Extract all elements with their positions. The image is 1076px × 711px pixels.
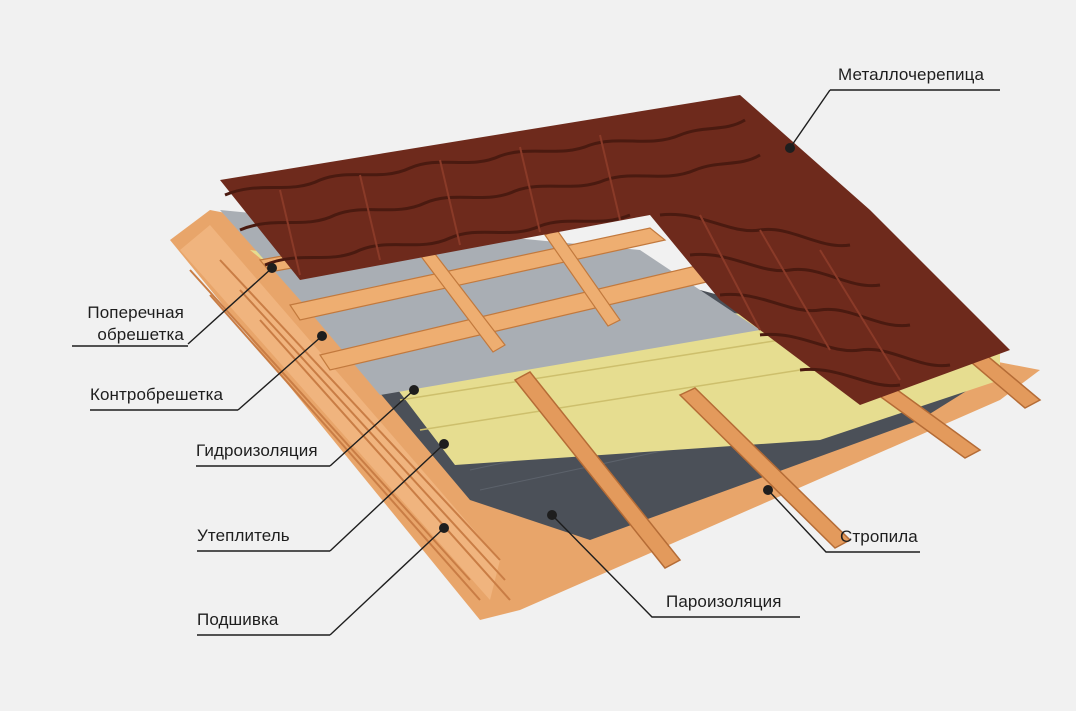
metal-tiles (220, 95, 1010, 405)
label-sheathing: Подшивка (197, 610, 279, 629)
label-rafters: Стропила (840, 527, 918, 546)
label-metal-tiles: Металлочерепица (838, 65, 985, 84)
label-vapor-barrier: Пароизоляция (666, 592, 782, 611)
label-insulation: Утеплитель (197, 526, 290, 545)
label-waterproofing: Гидроизоляция (196, 441, 318, 460)
leader-dots (267, 143, 795, 533)
leader-lines (72, 89, 1000, 636)
leader-kontr (237, 335, 323, 411)
leader-metal (789, 89, 831, 149)
leader-utep (329, 443, 445, 552)
leader-poper (187, 267, 273, 345)
leader-strop (767, 489, 920, 553)
label-counter-battens: Контробрешетка (90, 385, 224, 404)
insulation-texture (399, 339, 801, 431)
leader-podsh (329, 527, 445, 636)
leader-gidro (329, 389, 415, 467)
leader-paro (551, 514, 800, 618)
label-cross-battens: Поперечная обрешетка (87, 303, 184, 344)
